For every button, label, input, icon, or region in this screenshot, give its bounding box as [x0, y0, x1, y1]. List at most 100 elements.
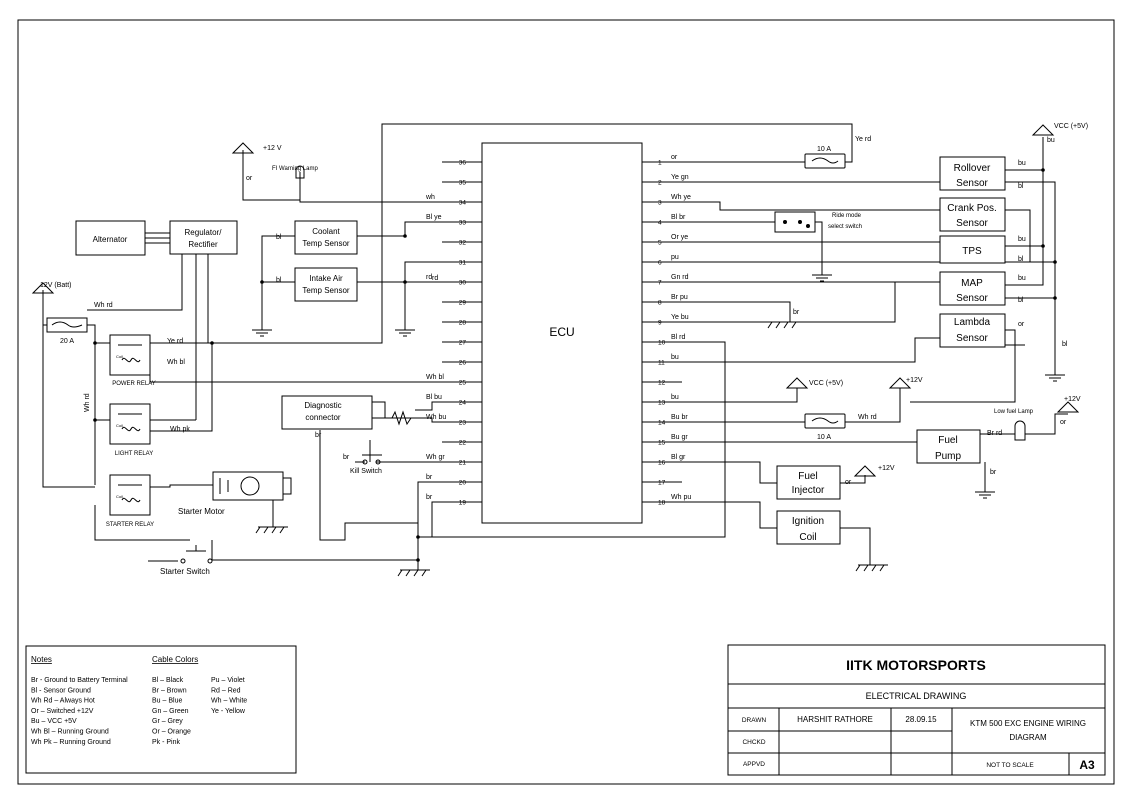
ecu-pin-wire-label: rd: [426, 274, 432, 281]
low-fuel-lamp-label: Low fuel Lamp: [994, 409, 1034, 415]
note-item: Or – Switched +12V: [31, 708, 94, 715]
note-item: Wh Pk – Running Ground: [31, 739, 111, 746]
ecu-pin-number: 22: [459, 440, 467, 447]
ecu-pin-wire-label: or: [671, 154, 678, 161]
light-relay-coil-tag: Coil: [116, 423, 123, 428]
light-relay-label: LIGHT RELAY: [115, 451, 153, 457]
fuse-top-label: 10 A: [817, 146, 831, 153]
wire-or-pump-label: or: [1060, 419, 1067, 426]
wire-br-kill-label: br: [343, 454, 350, 461]
ecu-pin-wire-label: Wh bu: [426, 414, 446, 421]
fuse-main-label: 20 A: [60, 338, 74, 345]
wire-rd-label: rd: [432, 275, 438, 282]
wires: [42, 123, 1068, 570]
starter-motor: [212, 471, 292, 501]
cable-color-item: Or – Orange: [152, 729, 191, 736]
ride-mode-label-2: select switch: [828, 224, 862, 230]
intake-label-1: Intake Air: [309, 274, 343, 283]
ecu-pin-number: 24: [459, 400, 467, 407]
wire-bl-rollover-label: bl: [1018, 183, 1024, 190]
fuel-pump-box: [916, 429, 981, 464]
cable-color-item: Pu – Violet: [211, 677, 245, 684]
wire-whrd-pin14-label: Wh rd: [858, 414, 877, 421]
wire-bl-coolant-label: bl: [276, 234, 282, 241]
cable-color-item: Rd – Red: [211, 687, 241, 694]
ecu-pin-wire-label: Br pu: [671, 294, 688, 301]
ecu-pin-wire-label: Ye gn: [671, 174, 689, 181]
lambda-label-2: Sensor: [956, 333, 988, 344]
rollover-label-1: Rollover: [954, 163, 991, 174]
ride-mode-label-1: Ride mode: [832, 213, 862, 219]
starter-relay-coil-tag: Coil: [116, 494, 123, 499]
ecu-pin-number: 25: [459, 380, 467, 387]
ecu-pin-wire-label: Gn rd: [671, 274, 689, 281]
cable-color-item: Bl – Black: [152, 677, 184, 684]
crank-box: [939, 197, 1006, 232]
ecu-pin-number: 35: [459, 180, 467, 187]
power-relay-coil-tag: Coil: [116, 354, 123, 359]
supply-vcc-right-label: VCC (+5V): [1054, 123, 1088, 130]
fi-warning-lamp: [295, 165, 305, 179]
ride-mode-switch: [774, 211, 816, 233]
wire-whrd-vertical-label: Wh rd: [84, 393, 91, 412]
ecu-pin-number: 1: [658, 160, 662, 167]
intake-sensor-box: [294, 267, 358, 302]
ecu-pin-number: 23: [459, 420, 467, 427]
wire-yerd-top-label: Ye rd: [855, 136, 871, 143]
wire-whbl-label: Wh bl: [167, 359, 185, 366]
ecu-pin-number: 5: [658, 240, 662, 247]
ecu-pin-wire-label: br: [426, 494, 433, 501]
wire-whrd-label: Wh rd: [94, 302, 113, 309]
wire-whpk-label: Wh pk: [170, 426, 190, 433]
notes-box: [25, 645, 297, 774]
fuel-injector-label-1: Fuel: [798, 471, 817, 482]
supply-vcc-mid-label: VCC (+5V): [809, 380, 843, 387]
ecu-pin-number: 33: [459, 220, 467, 227]
ecu-pin-number: 29: [459, 300, 467, 307]
wire-bl-tps-label: bl: [1018, 256, 1024, 263]
ecu-pin-number: 30: [459, 280, 467, 287]
wire-br-diag-label: br: [315, 432, 322, 439]
wire-bu-tps-label: bu: [1018, 236, 1026, 243]
light-relay: [109, 403, 151, 445]
ecu-pin-wire-label: bu: [671, 394, 679, 401]
ecu-pin-wire-label: bu: [671, 354, 679, 361]
ecu-pin-number: 15: [658, 440, 666, 447]
supply-batt-label: 12V (Batt): [40, 282, 72, 289]
fuel-injector-label-2: Injector: [792, 485, 825, 496]
fuel-pump-label-1: Fuel: [938, 435, 957, 446]
ecu-label: ECU: [549, 325, 574, 339]
ecu-pin-wire-label: Bu br: [671, 414, 688, 421]
supply-12v-injector-label: +12V: [878, 465, 895, 472]
ecu-pin-wire-label: Wh pu: [671, 494, 691, 501]
ecu-pin-wire-label: Bl gr: [671, 454, 686, 461]
kill-switch-label: Kill Switch: [350, 468, 382, 475]
cable-color-item: Gr – Grey: [152, 718, 183, 725]
ecu-pin-number: 14: [658, 420, 666, 427]
supply-vcc-right: [1031, 124, 1055, 136]
note-item: Wh Rd – Always Hot: [31, 698, 95, 705]
ecu-pin-wire-label: Ye bu: [671, 314, 689, 321]
ecu-pin-number: 19: [459, 500, 467, 507]
fuse-bottom: [804, 413, 846, 429]
map-label-1: MAP: [961, 278, 983, 289]
ecu-pin-wire-label: Wh ye: [671, 194, 691, 201]
supply-12v-injector: [853, 465, 877, 477]
coolant-label-2: Temp Sensor: [302, 239, 349, 248]
fuse-bottom-label: 10 A: [817, 434, 831, 441]
ignition-label-2: Coil: [799, 532, 816, 543]
junction-dots: [93, 168, 1057, 562]
ecu-pin-number: 12: [658, 380, 666, 387]
ecu-pin-wire-label: wh: [425, 194, 435, 201]
tps-box: [939, 235, 1006, 264]
ecu-pin-number: 34: [459, 200, 467, 207]
title-block-type: ELECTRICAL DRAWING: [866, 691, 967, 701]
starter-relay-label: STARTER RELAY: [106, 522, 154, 528]
sheet-border: [17, 19, 1115, 785]
ecu-pin-number: 6: [658, 260, 662, 267]
title-block-approved-label: APPVD: [743, 761, 765, 768]
note-item: Bl - Sensor Ground: [31, 687, 91, 694]
supply-12v-mid-label: +12V: [906, 377, 923, 384]
rollover-box: [939, 156, 1006, 191]
